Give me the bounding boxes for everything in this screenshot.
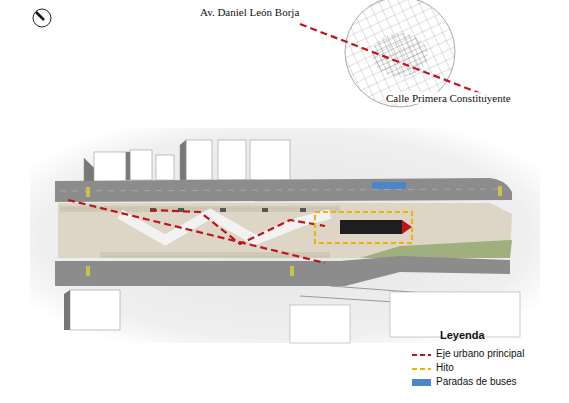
legend-text: Paradas de buses (436, 376, 517, 387)
street-name: Calle Primera Constituyente (384, 92, 513, 104)
legend-heading: Leyenda (440, 329, 485, 341)
street-name: Av. Daniel León Borja (200, 6, 299, 18)
legend-swatch (412, 379, 431, 386)
legend-text: Hito (436, 362, 454, 373)
legend-text: Eje urbano principal (436, 348, 524, 359)
